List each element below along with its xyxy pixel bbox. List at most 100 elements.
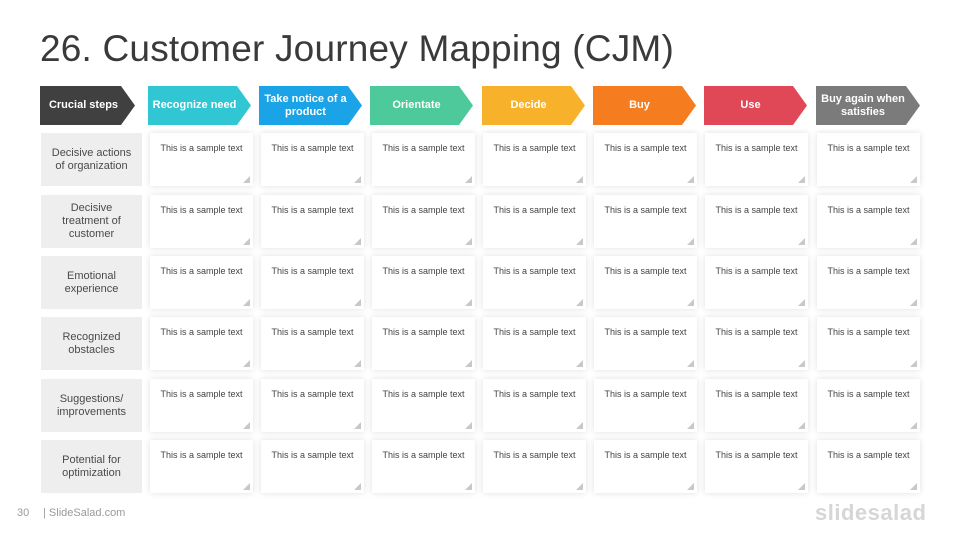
page-fold-icon	[243, 360, 250, 367]
sample-text: This is a sample text	[382, 205, 465, 215]
sample-text-card[interactable]: This is a sample text	[594, 317, 697, 370]
sample-text-card[interactable]: This is a sample text	[150, 195, 253, 248]
row-label: Recognized obstacles	[41, 317, 142, 370]
sample-text-card[interactable]: This is a sample text	[817, 440, 920, 493]
sample-text: This is a sample text	[160, 389, 243, 399]
page-number: 30	[17, 507, 30, 519]
page-fold-icon	[910, 238, 917, 245]
sample-text-card[interactable]: This is a sample text	[594, 133, 697, 186]
sample-text: This is a sample text	[160, 327, 243, 337]
sample-text-card[interactable]: This is a sample text	[372, 133, 475, 186]
step-label: Buy again when satisfies	[821, 92, 905, 118]
sample-text-card[interactable]: This is a sample text	[817, 379, 920, 432]
sample-text-card[interactable]: This is a sample text	[261, 133, 364, 186]
page-fold-icon	[576, 422, 583, 429]
sample-text-card[interactable]: This is a sample text	[483, 379, 586, 432]
step-4: Decide	[482, 86, 585, 125]
page-fold-icon	[354, 176, 361, 183]
sample-text-card[interactable]: This is a sample text	[150, 379, 253, 432]
step-label: Buy	[629, 99, 650, 111]
sample-text: This is a sample text	[827, 266, 910, 276]
sample-text-card[interactable]: This is a sample text	[261, 379, 364, 432]
sample-text-card[interactable]: This is a sample text	[372, 195, 475, 248]
sample-text: This is a sample text	[604, 389, 687, 399]
sample-text: This is a sample text	[271, 327, 354, 337]
sample-text: This is a sample text	[160, 266, 243, 276]
sample-text-card[interactable]: This is a sample text	[817, 317, 920, 370]
sample-text: This is a sample text	[827, 143, 910, 153]
page-fold-icon	[465, 483, 472, 490]
sample-text-card[interactable]: This is a sample text	[261, 256, 364, 309]
sample-text-card[interactable]: This is a sample text	[705, 379, 808, 432]
step-2: Take notice of a product	[259, 86, 362, 125]
sample-text-card[interactable]: This is a sample text	[150, 440, 253, 493]
sample-text-card[interactable]: This is a sample text	[150, 256, 253, 309]
sample-text: This is a sample text	[493, 327, 576, 337]
sample-text-card[interactable]: This is a sample text	[483, 317, 586, 370]
sample-text: This is a sample text	[827, 389, 910, 399]
page-fold-icon	[576, 299, 583, 306]
page-fold-icon	[910, 483, 917, 490]
sample-text-card[interactable]: This is a sample text	[261, 317, 364, 370]
sample-text: This is a sample text	[715, 450, 798, 460]
sample-text: This is a sample text	[271, 389, 354, 399]
sample-text: This is a sample text	[827, 205, 910, 215]
sample-text: This is a sample text	[160, 205, 243, 215]
sample-text: This is a sample text	[715, 389, 798, 399]
page-fold-icon	[687, 422, 694, 429]
step-label: Recognize need	[152, 99, 237, 111]
page-fold-icon	[910, 176, 917, 183]
sample-text-card[interactable]: This is a sample text	[372, 317, 475, 370]
sample-text: This is a sample text	[271, 450, 354, 460]
row-label: Potential for optimization	[41, 440, 142, 493]
sample-text: This is a sample text	[271, 205, 354, 215]
sample-text-card[interactable]: This is a sample text	[261, 440, 364, 493]
sample-text-card[interactable]: This is a sample text	[594, 256, 697, 309]
sample-text-card[interactable]: This is a sample text	[261, 195, 364, 248]
sample-text: This is a sample text	[160, 143, 243, 153]
sample-text: This is a sample text	[827, 327, 910, 337]
sample-text-card[interactable]: This is a sample text	[705, 440, 808, 493]
step-7: Buy again when satisfies	[816, 86, 920, 125]
page-fold-icon	[798, 360, 805, 367]
sample-text-card[interactable]: This is a sample text	[372, 256, 475, 309]
sample-text-card[interactable]: This is a sample text	[483, 440, 586, 493]
sample-text-card[interactable]: This is a sample text	[372, 440, 475, 493]
page-fold-icon	[465, 360, 472, 367]
page-fold-icon	[798, 422, 805, 429]
sample-text: This is a sample text	[382, 266, 465, 276]
sample-text: This is a sample text	[493, 266, 576, 276]
sample-text-card[interactable]: This is a sample text	[817, 133, 920, 186]
sample-text-card[interactable]: This is a sample text	[594, 195, 697, 248]
page-fold-icon	[910, 360, 917, 367]
sample-text: This is a sample text	[604, 266, 687, 276]
sample-text: This is a sample text	[493, 389, 576, 399]
sample-text-card[interactable]: This is a sample text	[372, 379, 475, 432]
sample-text-card[interactable]: This is a sample text	[594, 440, 697, 493]
sample-text-card[interactable]: This is a sample text	[705, 195, 808, 248]
sample-text-card[interactable]: This is a sample text	[817, 195, 920, 248]
page-fold-icon	[243, 299, 250, 306]
sample-text-card[interactable]: This is a sample text	[817, 256, 920, 309]
step-label: Use	[740, 99, 761, 111]
sample-text-card[interactable]: This is a sample text	[150, 133, 253, 186]
sample-text-card[interactable]: This is a sample text	[705, 317, 808, 370]
sample-text-card[interactable]: This is a sample text	[705, 133, 808, 186]
row-label: Decisive treatment of customer	[41, 195, 142, 248]
sample-text-card[interactable]: This is a sample text	[483, 133, 586, 186]
sample-text: This is a sample text	[382, 327, 465, 337]
sample-text: This is a sample text	[271, 143, 354, 153]
sample-text: This is a sample text	[382, 389, 465, 399]
page-fold-icon	[354, 238, 361, 245]
sample-text-card[interactable]: This is a sample text	[483, 256, 586, 309]
sample-text-card[interactable]: This is a sample text	[705, 256, 808, 309]
sample-text-card[interactable]: This is a sample text	[594, 379, 697, 432]
step-label: Orientate	[392, 99, 441, 111]
page-fold-icon	[354, 360, 361, 367]
sample-text: This is a sample text	[382, 143, 465, 153]
page-fold-icon	[354, 483, 361, 490]
sample-text-card[interactable]: This is a sample text	[483, 195, 586, 248]
sample-text-card[interactable]: This is a sample text	[150, 317, 253, 370]
page-fold-icon	[910, 299, 917, 306]
sample-text: This is a sample text	[715, 266, 798, 276]
